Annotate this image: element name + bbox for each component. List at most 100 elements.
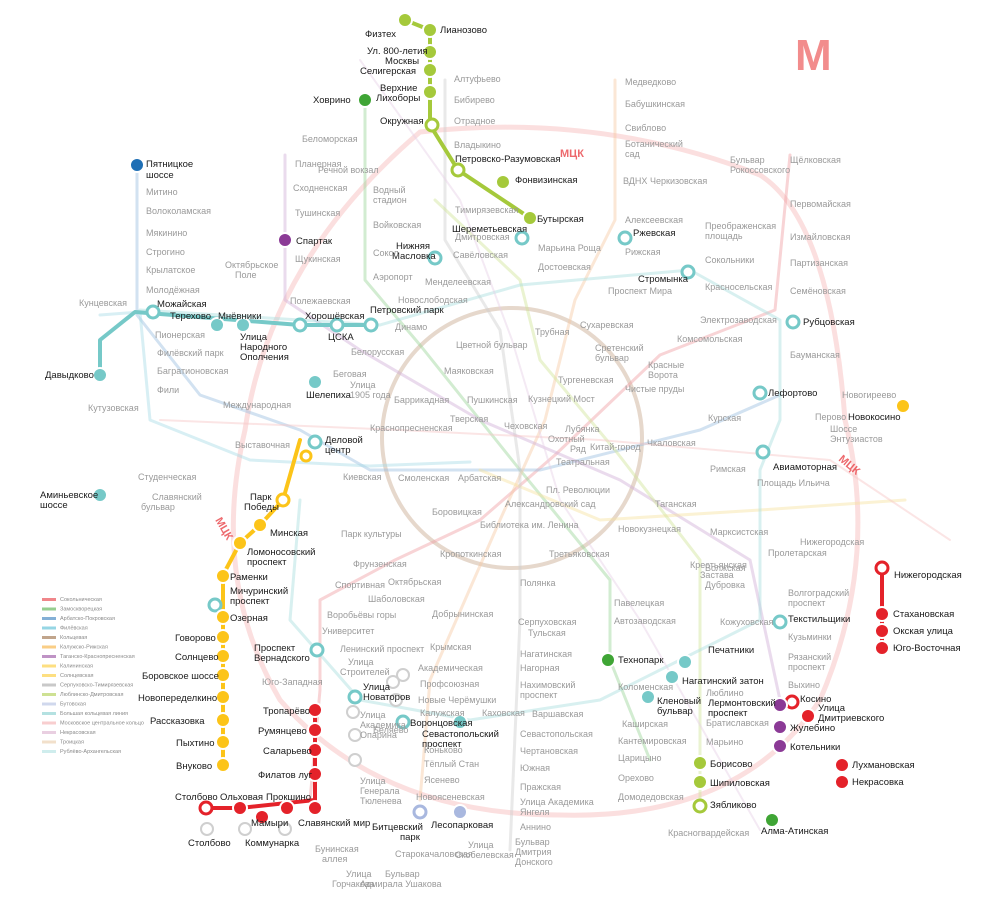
station-bitsevsky[interactable] [412,804,428,820]
station-fiztekh[interactable] [397,12,413,28]
station-nizhegorodskaya[interactable] [874,560,890,576]
label-kakhovskaya: Каховская [482,708,525,718]
station-khovrino[interactable] [357,92,373,108]
station-delovoy-yellow[interactable] [299,449,313,463]
station-aviamotornaya[interactable] [755,444,771,460]
planned-station-marker[interactable] [200,822,214,836]
station-petrovsko[interactable] [450,162,466,178]
station-rzhevskaya[interactable] [617,230,633,246]
station-novokosino[interactable] [895,398,911,414]
planned-station-marker[interactable] [348,728,362,742]
planned-station-marker[interactable] [348,753,362,767]
station-olkhovaya[interactable] [232,800,248,816]
station-lefortovo[interactable] [752,385,768,401]
station-stolbovo[interactable] [198,800,214,816]
station-stromynka[interactable] [680,264,696,280]
station-khoroshevskaya[interactable] [292,317,308,333]
station-pyatnitskoe[interactable] [129,157,145,173]
station-klenovy[interactable] [640,689,656,705]
station-rumyantsevo[interactable] [307,722,323,738]
station-stakhanovskaya[interactable] [874,606,890,622]
station-filatov[interactable] [307,766,323,782]
station-govorovo[interactable] [215,629,231,645]
station-mozhaiskaya[interactable] [145,304,161,320]
station-shipilovskaya[interactable] [692,774,708,790]
station-michurinsky[interactable] [207,597,223,613]
station-ul800[interactable] [422,44,438,60]
station-delovoy[interactable] [307,434,323,450]
planned-station-marker[interactable] [386,675,400,689]
station-ul-dmitrievskogo[interactable] [800,708,816,724]
station-zhulebino[interactable] [772,719,788,735]
label-pushkinskaya: Пушкинская [467,395,518,405]
station-nizhnyaya-maslovka[interactable] [427,250,443,266]
station-salaryevo[interactable] [307,742,323,758]
station-sevastopolsky[interactable] [452,714,468,730]
planned-station-marker[interactable] [396,668,410,682]
station-nekrasovka[interactable] [834,774,850,790]
label-mendeleevskaya: Менделеевская [425,277,491,287]
station-zyablikovo[interactable] [692,798,708,814]
station-solntsevo[interactable] [215,648,231,664]
label-slavyansky: Славянский мир [298,818,370,829]
station-seligerskaya[interactable] [422,62,438,78]
station-shelepikha[interactable] [307,374,323,390]
station-mnevniki[interactable] [235,317,251,333]
station-fonvizinskaya[interactable] [495,174,511,190]
station-tekhnopark[interactable] [600,652,616,668]
station-kotelniki[interactable] [772,738,788,754]
station-pykhtino[interactable] [215,734,231,750]
planned-station-marker[interactable] [238,822,252,836]
station-vnukovo[interactable] [215,757,231,773]
station-mamyri[interactable] [254,809,270,825]
label-chkalovskaya: Чкаловская [647,438,696,448]
station-ozernaya[interactable] [215,609,231,625]
label-slavyansky2: бульвар [141,502,175,512]
station-novatorov[interactable] [347,689,363,705]
station-okskaya[interactable] [874,623,890,639]
station-terekhovo[interactable] [209,317,225,333]
planned-station-marker[interactable] [389,693,403,707]
label-sukharevskaya: Сухаревская [580,320,634,330]
station-tekstilshchiki[interactable] [772,614,788,630]
station-borisovo[interactable] [692,755,708,771]
station-novoperedelkino[interactable] [215,689,231,705]
station-petrovsky-park[interactable] [363,317,379,333]
station-lomonosovsky[interactable] [232,535,248,551]
station-prokshino[interactable] [279,800,295,816]
station-verkhnie-likhobory[interactable] [422,84,438,100]
station-troparevo[interactable] [307,702,323,718]
label-bitsevsky1: Битцевский [372,822,423,833]
station-aminyevskoe[interactable] [92,487,108,503]
station-lermontovsky[interactable] [772,697,788,713]
station-pechatniki[interactable] [677,654,693,670]
label-lianozovo: Лианозово [440,25,487,36]
station-lianozovo[interactable] [422,22,438,38]
station-sheremetyevskaya[interactable] [514,230,530,246]
station-rasskazovka[interactable] [215,712,231,728]
station-nagatinsky-zaton[interactable] [664,669,680,685]
station-ramenki[interactable] [215,568,231,584]
station-okruzhnaya[interactable] [424,117,440,133]
station-cska[interactable] [329,317,345,333]
station-alma-atinskaya[interactable] [764,812,780,828]
station-vorontsovskaya[interactable] [395,714,411,730]
label-ul_akad_yangelya2: Янгеля [520,807,550,817]
station-yugo-vostochnaya[interactable] [874,640,890,656]
line-1 [308,153,792,802]
station-minskaya[interactable] [252,517,268,533]
planned-station-marker[interactable] [278,822,292,836]
station-borovskoe[interactable] [215,667,231,683]
station-lesoparkovaya[interactable] [452,804,468,820]
label-preobr1: Преображенская [705,221,776,231]
station-prospekt-vernadskogo[interactable] [309,642,325,658]
label-pervomaiskaya: Первомайская [790,199,851,209]
station-rubtsovskaya[interactable] [785,314,801,330]
station-slavyansky[interactable] [307,800,323,816]
station-butyrskaya[interactable] [522,210,538,226]
station-park-pobedy[interactable] [275,492,291,508]
station-spartak[interactable] [277,232,293,248]
planned-station-marker[interactable] [346,705,360,719]
station-lukhmanovskaya[interactable] [834,757,850,773]
station-davydkovo[interactable] [92,367,108,383]
